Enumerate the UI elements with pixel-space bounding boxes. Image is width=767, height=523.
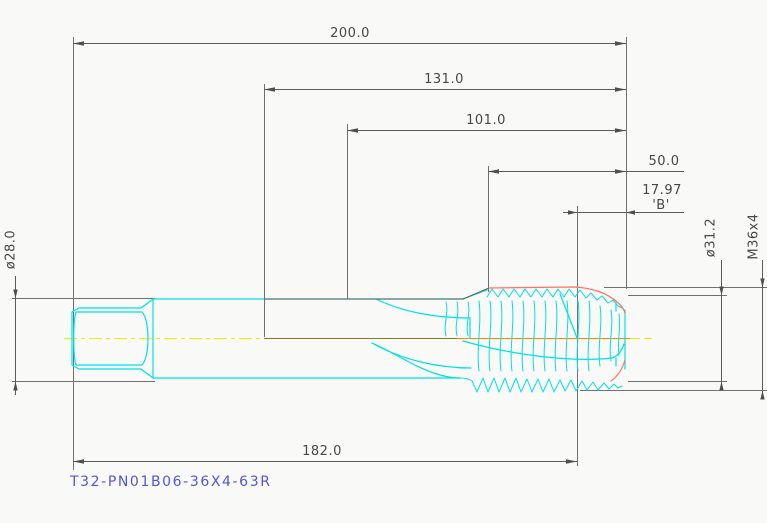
grind-profile-dark xyxy=(264,287,490,300)
dim-overall-length-label: 200.0 xyxy=(330,26,370,41)
tap-tip xyxy=(615,302,626,370)
dim-shank-diameter-label: ø28.0 xyxy=(3,229,19,270)
dim-chamfer-length-label: 17.97 xyxy=(642,183,682,198)
thread-crests xyxy=(459,288,623,393)
extension-lines xyxy=(12,37,767,470)
thread-profile xyxy=(444,300,621,372)
dim-thread-spec-label: M36x4 xyxy=(746,213,762,260)
part-number-label: T32-PN01B06-36X4-63R xyxy=(70,474,272,490)
dim-182-label: 182.0 xyxy=(302,444,342,459)
dim-101-label: 101.0 xyxy=(466,113,506,128)
dim-131-label: 131.0 xyxy=(424,72,464,87)
dim-50-label: 50.0 xyxy=(648,154,680,169)
dimension-arrowheads xyxy=(13,41,765,464)
dim-tip-diameter-label: ø31.2 xyxy=(703,217,719,258)
chamfer-profile-red xyxy=(488,286,626,382)
flute-curves xyxy=(371,293,625,379)
tap-outline xyxy=(71,288,626,393)
dimension-lines xyxy=(15,43,763,462)
dim-chamfer-ref-label: 'B' xyxy=(652,198,670,213)
square-drive-end xyxy=(71,298,154,379)
